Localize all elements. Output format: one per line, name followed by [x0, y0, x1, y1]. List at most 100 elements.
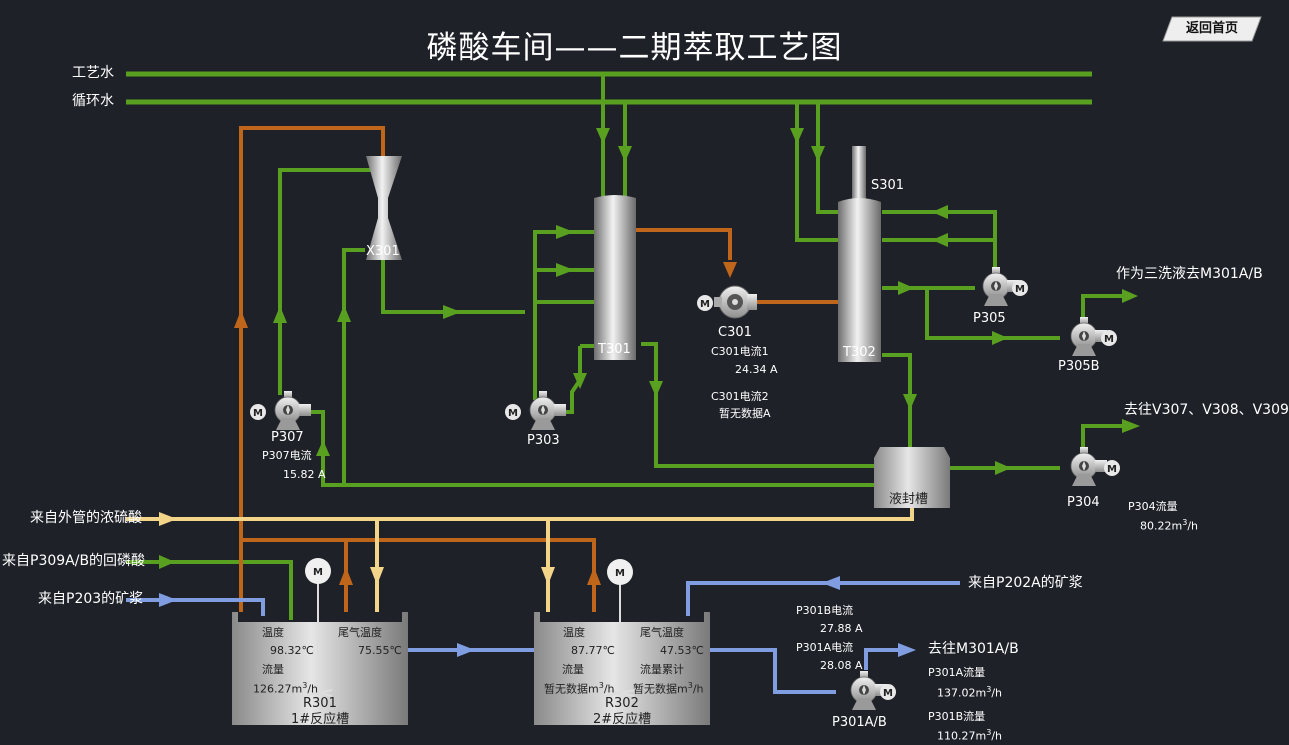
- svg-text:M: M: [508, 408, 518, 419]
- r301-exhaust-value: 75.55℃: [358, 644, 402, 657]
- p301ab-tag: P301A/B: [832, 715, 887, 730]
- p301a-flow-label: P301A流量: [928, 666, 986, 679]
- svg-text:M: M: [883, 688, 893, 699]
- pump-p303: M: [505, 390, 567, 431]
- t302-column: [838, 146, 881, 362]
- r302-total-unit-tail: /h: [692, 682, 704, 696]
- back-button-label: 返回首页: [1185, 21, 1238, 36]
- p301b-current-value: 27.88 A: [820, 622, 863, 635]
- p304-tag: P304: [1067, 495, 1100, 510]
- r301-temp-value: 98.32℃: [270, 644, 314, 657]
- orange-pipes: [239, 126, 838, 612]
- circulating-water-label: 循环水: [72, 93, 114, 109]
- p301b-flow-unit: m: [975, 729, 987, 743]
- x301-venturi: [366, 156, 402, 260]
- p304-flow-unit-tail: /h: [1187, 519, 1198, 533]
- t301-column: [594, 195, 636, 360]
- svg-text:M: M: [313, 567, 323, 578]
- pump-p304: M: [1070, 446, 1120, 487]
- p304-flow-value: 80.22: [1140, 519, 1172, 533]
- p304-flow-unit-exp: 3: [1182, 518, 1188, 527]
- r302-total-label: 流量累计: [640, 663, 684, 676]
- orange-flow-arrows: [234, 262, 737, 585]
- r301-id: R301: [303, 696, 337, 711]
- p301a-flow-unit: m: [975, 686, 987, 700]
- blue-flow-arrows: [159, 576, 916, 657]
- r301-flow-reading: 126.27m3/h: [253, 682, 318, 695]
- p301b-flow-label: P301B流量: [928, 710, 986, 723]
- p307-tag: P307: [271, 430, 304, 445]
- green-flow-arrows: [159, 128, 1140, 569]
- s301-tag: S301: [871, 178, 905, 193]
- r302-name: 2#反应槽: [593, 712, 652, 727]
- r301-flow-unit-exp: 3: [302, 681, 308, 690]
- r302-temp-label: 温度: [563, 626, 585, 639]
- svg-text:M: M: [615, 568, 625, 579]
- r302-total-unit-exp: 3: [687, 681, 693, 690]
- p301a-current-value: 28.08 A: [820, 659, 863, 672]
- p301b-flow-reading: 110.27m3/h: [937, 729, 1002, 742]
- x301-tag: X301: [366, 244, 400, 259]
- c301-current2-value: 暂无数据A: [719, 407, 771, 420]
- r302-flow-label: 流量: [562, 663, 584, 676]
- p307-current-value: 15.82 A: [283, 468, 326, 481]
- yellow-flow-arrows: [159, 512, 555, 585]
- return-phosphoric-source-label: 来自P309A/B的回磷酸: [2, 553, 146, 569]
- page-title: 磷酸车间——二期萃取工艺图: [426, 30, 843, 66]
- c301-current2-label: C301电流2: [711, 390, 769, 403]
- seal-tank: [874, 447, 950, 508]
- p304-flow-reading: 80.22m3/h: [1140, 519, 1198, 532]
- third-wash-destination-label: 作为三洗液去M301A/B: [1116, 266, 1263, 282]
- c301-current1-value: 24.34 A: [735, 363, 778, 376]
- r301-flow-value: 126.27: [253, 682, 292, 696]
- reactor-r301: M: [232, 558, 408, 725]
- p301b-flow-value: 110.27: [937, 729, 976, 743]
- t302-tag: T302: [843, 345, 876, 360]
- p305b-tag: P305B: [1058, 359, 1100, 374]
- water-headers: [126, 71, 1092, 105]
- back-button-shape: [1162, 16, 1262, 42]
- p304-flow-unit: m: [1171, 519, 1183, 533]
- r301-exhaust-label: 尾气温度: [338, 626, 382, 639]
- p301a-flow-value: 137.02: [937, 686, 976, 700]
- pump-p301ab: M: [850, 670, 896, 711]
- m301-destination-label: 去往M301A/B: [928, 641, 1019, 657]
- r302-exhaust-value: 47.53℃: [660, 644, 704, 657]
- svg-text:M: M: [1015, 284, 1025, 295]
- t301-tag: T301: [598, 342, 631, 357]
- r302-flow-reading: 暂无数据m3/h: [544, 682, 615, 695]
- p303-tag: P303: [527, 433, 560, 448]
- back-home-button[interactable]: 返回首页: [1162, 16, 1262, 42]
- r302-id: R302: [605, 696, 639, 711]
- svg-text:M: M: [700, 299, 710, 310]
- p301b-flow-unit-exp: 3: [986, 728, 992, 737]
- sulfuric-acid-source-label: 来自外管的浓硫酸: [30, 510, 142, 526]
- r302-total-value: 暂无数据: [633, 682, 677, 696]
- seal-tank-tag: 液封槽: [889, 492, 929, 507]
- c301-tag: C301: [718, 325, 752, 340]
- r302-total-unit: m: [677, 682, 688, 696]
- r302-flow-unit: m: [588, 682, 599, 696]
- p301b-current-label: P301B电流: [796, 604, 854, 617]
- p307-current-label: P307电流: [262, 449, 312, 462]
- svg-text:M: M: [1104, 334, 1114, 345]
- svg-text:M: M: [253, 408, 263, 419]
- r301-flow-unit: m: [291, 682, 303, 696]
- yellow-pipes: [126, 508, 914, 612]
- p305-tag: P305: [973, 311, 1006, 326]
- r301-flow-label: 流量: [262, 663, 284, 676]
- p301a-flow-unit-tail: /h: [991, 686, 1002, 700]
- r302-temp-value: 87.77℃: [571, 644, 615, 657]
- r302-flow-unit-tail: /h: [603, 682, 615, 696]
- p301b-flow-unit-tail: /h: [991, 729, 1002, 743]
- v307-destination-label: 去往V307、V308、V309: [1124, 402, 1289, 418]
- r301-flow-unit-tail: /h: [307, 682, 318, 696]
- slurry-p202a-source-label: 来自P202A的矿浆: [968, 575, 1083, 591]
- r301-temp-label: 温度: [262, 626, 284, 639]
- svg-text:M: M: [1107, 464, 1117, 475]
- r302-exhaust-label: 尾气温度: [640, 626, 684, 639]
- slurry-p203-source-label: 来自P203的矿浆: [38, 591, 144, 607]
- c301-fan: M: [697, 285, 757, 319]
